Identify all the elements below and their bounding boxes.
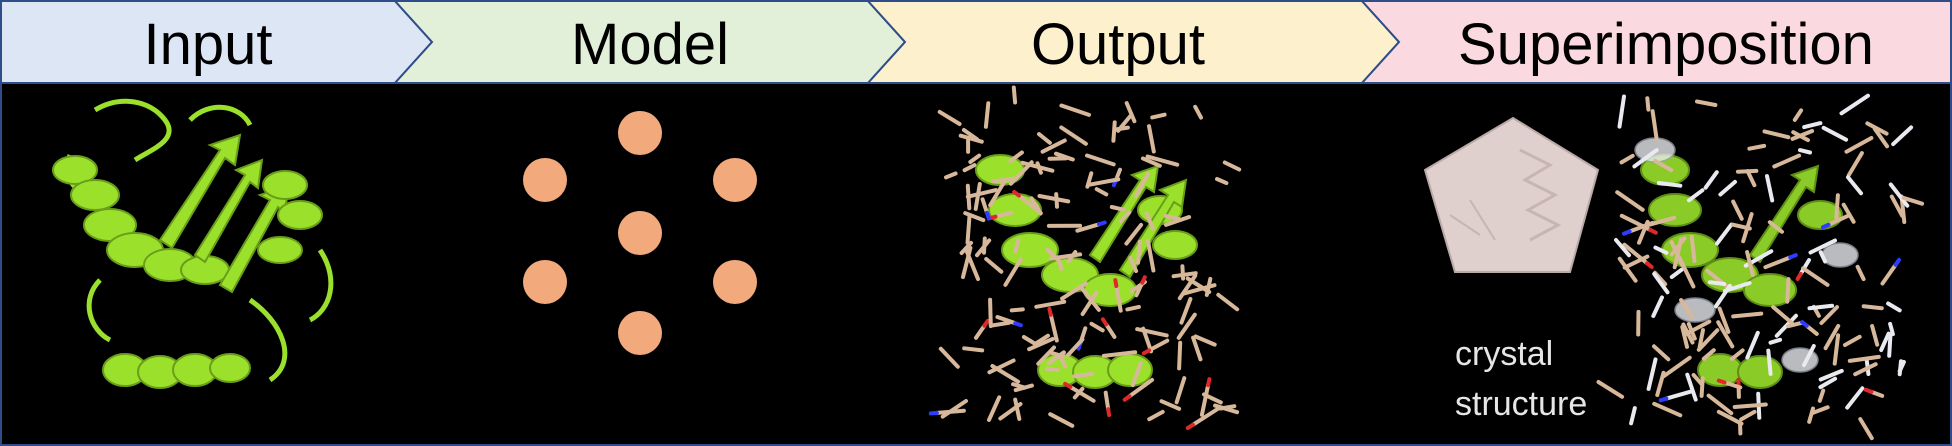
model-node bbox=[523, 260, 567, 304]
model-node bbox=[713, 260, 757, 304]
model-node bbox=[618, 311, 662, 355]
model-node bbox=[618, 111, 662, 155]
crystal-structure-caption-line1: crystal bbox=[1455, 335, 1553, 373]
neural-network-icon bbox=[523, 111, 757, 355]
model-node bbox=[713, 158, 757, 202]
stage-output-label: Output bbox=[1031, 12, 1205, 77]
stage-input-label: Input bbox=[144, 12, 273, 77]
pentagon-icon bbox=[1423, 116, 1600, 273]
stage-superimposition-label: Superimposition bbox=[1458, 12, 1874, 77]
model-node bbox=[618, 211, 662, 255]
protein-cartoon-icon bbox=[52, 98, 334, 389]
stage-model-label: Model bbox=[571, 12, 729, 77]
crystal-structure-caption-line2: structure bbox=[1455, 385, 1587, 423]
superimposed-structure-icon bbox=[1596, 93, 1925, 441]
stage-header: Input Model Output Superimposition bbox=[0, 0, 1952, 84]
model-node bbox=[523, 158, 567, 202]
predicted-structure-icon bbox=[928, 85, 1242, 430]
